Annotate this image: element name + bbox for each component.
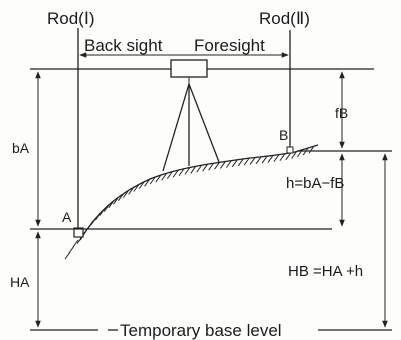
- ha-label: HA: [10, 274, 30, 290]
- ground-hatching: [64, 145, 315, 260]
- tripod-leg-left: [162, 83, 190, 172]
- hb-equation-label: HB =HA +h: [288, 263, 363, 280]
- rod-2-label: Rod(Ⅱ): [259, 9, 310, 28]
- point-a-marker: [73, 227, 84, 238]
- point-b-marker: [286, 146, 294, 154]
- backsight-label: Back sight: [84, 36, 163, 55]
- level-instrument: [170, 59, 208, 78]
- fb-label: fB: [335, 105, 348, 121]
- tripod-leg-right: [188, 83, 220, 163]
- h-equation-label: h=bA−fB: [286, 175, 344, 192]
- ground-slope: [79, 144, 319, 241]
- rod-1-label: Rod(Ⅰ): [47, 9, 95, 28]
- base-level-label: Temporary base level: [120, 321, 282, 340]
- ba-label: bA: [12, 140, 30, 156]
- foresight-label: Foresight: [194, 36, 265, 55]
- point-a-label: A: [62, 209, 72, 225]
- point-b-label: B: [279, 127, 288, 143]
